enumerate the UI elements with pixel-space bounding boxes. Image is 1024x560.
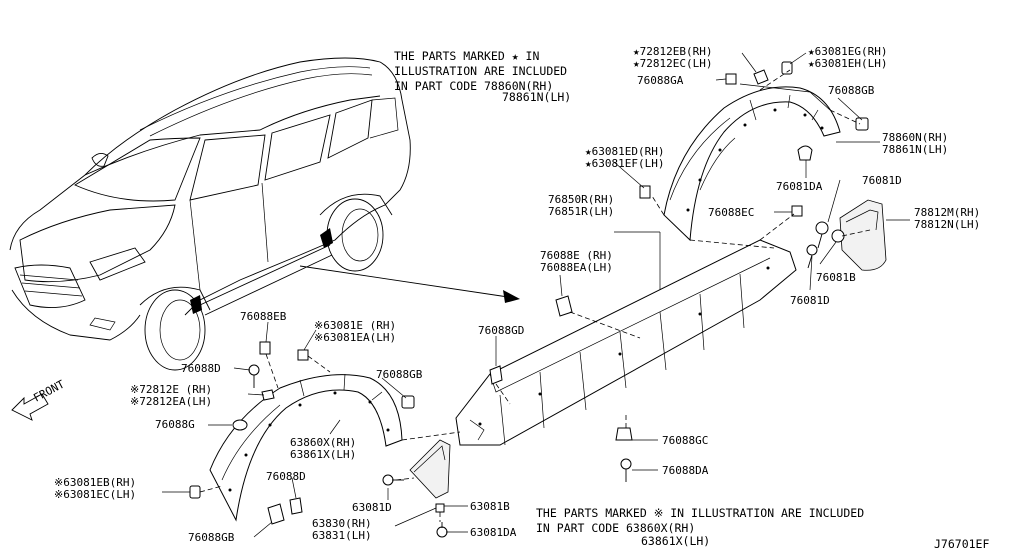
bottom-note-line-1: THE PARTS MARKED ※ IN ILLUSTRATION ARE I… xyxy=(536,506,864,520)
label-63081ec: ※63081EC(LH) xyxy=(54,488,136,501)
label-72812ea: ※72812EA(LH) xyxy=(130,395,212,408)
label-76088eb: 76088EB xyxy=(240,310,287,323)
top-note: THE PARTS MARKED ★ IN ILLUSTRATION ARE I… xyxy=(394,49,571,104)
label-63081e: ※63081E (RH) xyxy=(314,319,396,332)
bottom-note: THE PARTS MARKED ※ IN ILLUSTRATION ARE I… xyxy=(536,506,864,548)
label-76088gb-low: 76088GB xyxy=(188,531,235,544)
label-76081b: 76081B xyxy=(816,271,856,284)
label-78812n: 78812N(LH) xyxy=(914,218,980,231)
label-78812m: 78812M(RH) xyxy=(914,206,980,219)
front-label: FRONT xyxy=(31,377,67,404)
label-78860n: 78860N(RH) xyxy=(882,131,948,144)
label-76088da: 76088DA xyxy=(662,464,709,477)
rear-mudguard xyxy=(839,199,887,271)
rear-fender-molding xyxy=(663,83,841,242)
label-63830: 63830(RH) xyxy=(312,517,372,530)
label-76850r: 76850R(RH) xyxy=(548,193,614,206)
label-63081da: 63081DA xyxy=(470,526,517,539)
label-63081d: 63081D xyxy=(352,501,392,514)
bottom-note-line-2: IN PART CODE 63860X(RH) xyxy=(536,521,695,535)
top-note-line-3: IN PART CODE 78860N(RH) xyxy=(394,79,553,93)
diagram-code: J76701EF xyxy=(934,537,989,551)
label-76088ga: 76088GA xyxy=(637,74,684,87)
label-76088g: 76088G xyxy=(155,418,195,431)
label-63081ed: ★63081ED(RH) xyxy=(585,145,664,158)
label-76081d-top: 76081D xyxy=(862,174,902,187)
label-63081ef: ★63081EF(LH) xyxy=(585,157,664,170)
top-note-line-1: THE PARTS MARKED ★ IN xyxy=(394,49,539,63)
label-76088gd: 76088GD xyxy=(478,324,524,337)
label-76851r: 76851R(LH) xyxy=(548,205,614,218)
label-63081eb: ※63081EB(RH) xyxy=(54,476,136,489)
label-63081eg: ★63081EG(RH) xyxy=(808,45,887,58)
direction-arrow xyxy=(299,265,520,303)
label-72812ec: ★72812EC(LH) xyxy=(633,57,712,70)
front-fender-molding xyxy=(209,373,403,522)
top-note-line-2: ILLUSTRATION ARE INCLUDED xyxy=(394,64,567,78)
label-63860x: 63860X(RH) xyxy=(290,436,356,449)
label-63081b: 63081B xyxy=(470,500,510,513)
front-indicator: FRONT xyxy=(11,377,67,421)
label-76088ea: 76088EA(LH) xyxy=(540,261,613,274)
vehicle-illustration xyxy=(9,57,411,371)
label-63861x: 63861X(LH) xyxy=(290,448,356,461)
label-76088e: 76088E (RH) xyxy=(540,249,613,262)
label-63081ea: ※63081EA(LH) xyxy=(314,331,396,344)
part-labels: ★72812EB(RH) ★72812EC(LH) ★63081EG(RH) ★… xyxy=(54,45,980,544)
label-72812e: ※72812E (RH) xyxy=(130,383,212,396)
front-mudguard xyxy=(409,439,451,499)
label-76088ec: 76088EC xyxy=(708,206,754,219)
label-76088gc: 76088GC xyxy=(662,434,708,447)
label-76088gb-top: 76088GB xyxy=(828,84,875,97)
label-78861n: 78861N(LH) xyxy=(882,143,948,156)
bottom-note-line-3: 63861X(LH) xyxy=(641,534,710,548)
top-note-line-4: 78861N(LH) xyxy=(502,90,571,104)
label-76088d-low: 76088D xyxy=(266,470,306,483)
label-76088d-left: 76088D xyxy=(181,362,221,375)
label-63831: 63831(LH) xyxy=(312,529,372,542)
label-76081d-mid: 76081D xyxy=(790,294,830,307)
label-76088gb-mid: 76088GB xyxy=(376,368,423,381)
label-63081eh: ★63081EH(LH) xyxy=(808,57,887,70)
label-76081da: 76081DA xyxy=(776,180,823,193)
label-72812eb: ★72812EB(RH) xyxy=(633,45,712,58)
leader-lines xyxy=(162,52,910,538)
side-sill-molding xyxy=(455,239,797,446)
fasteners xyxy=(189,61,869,538)
